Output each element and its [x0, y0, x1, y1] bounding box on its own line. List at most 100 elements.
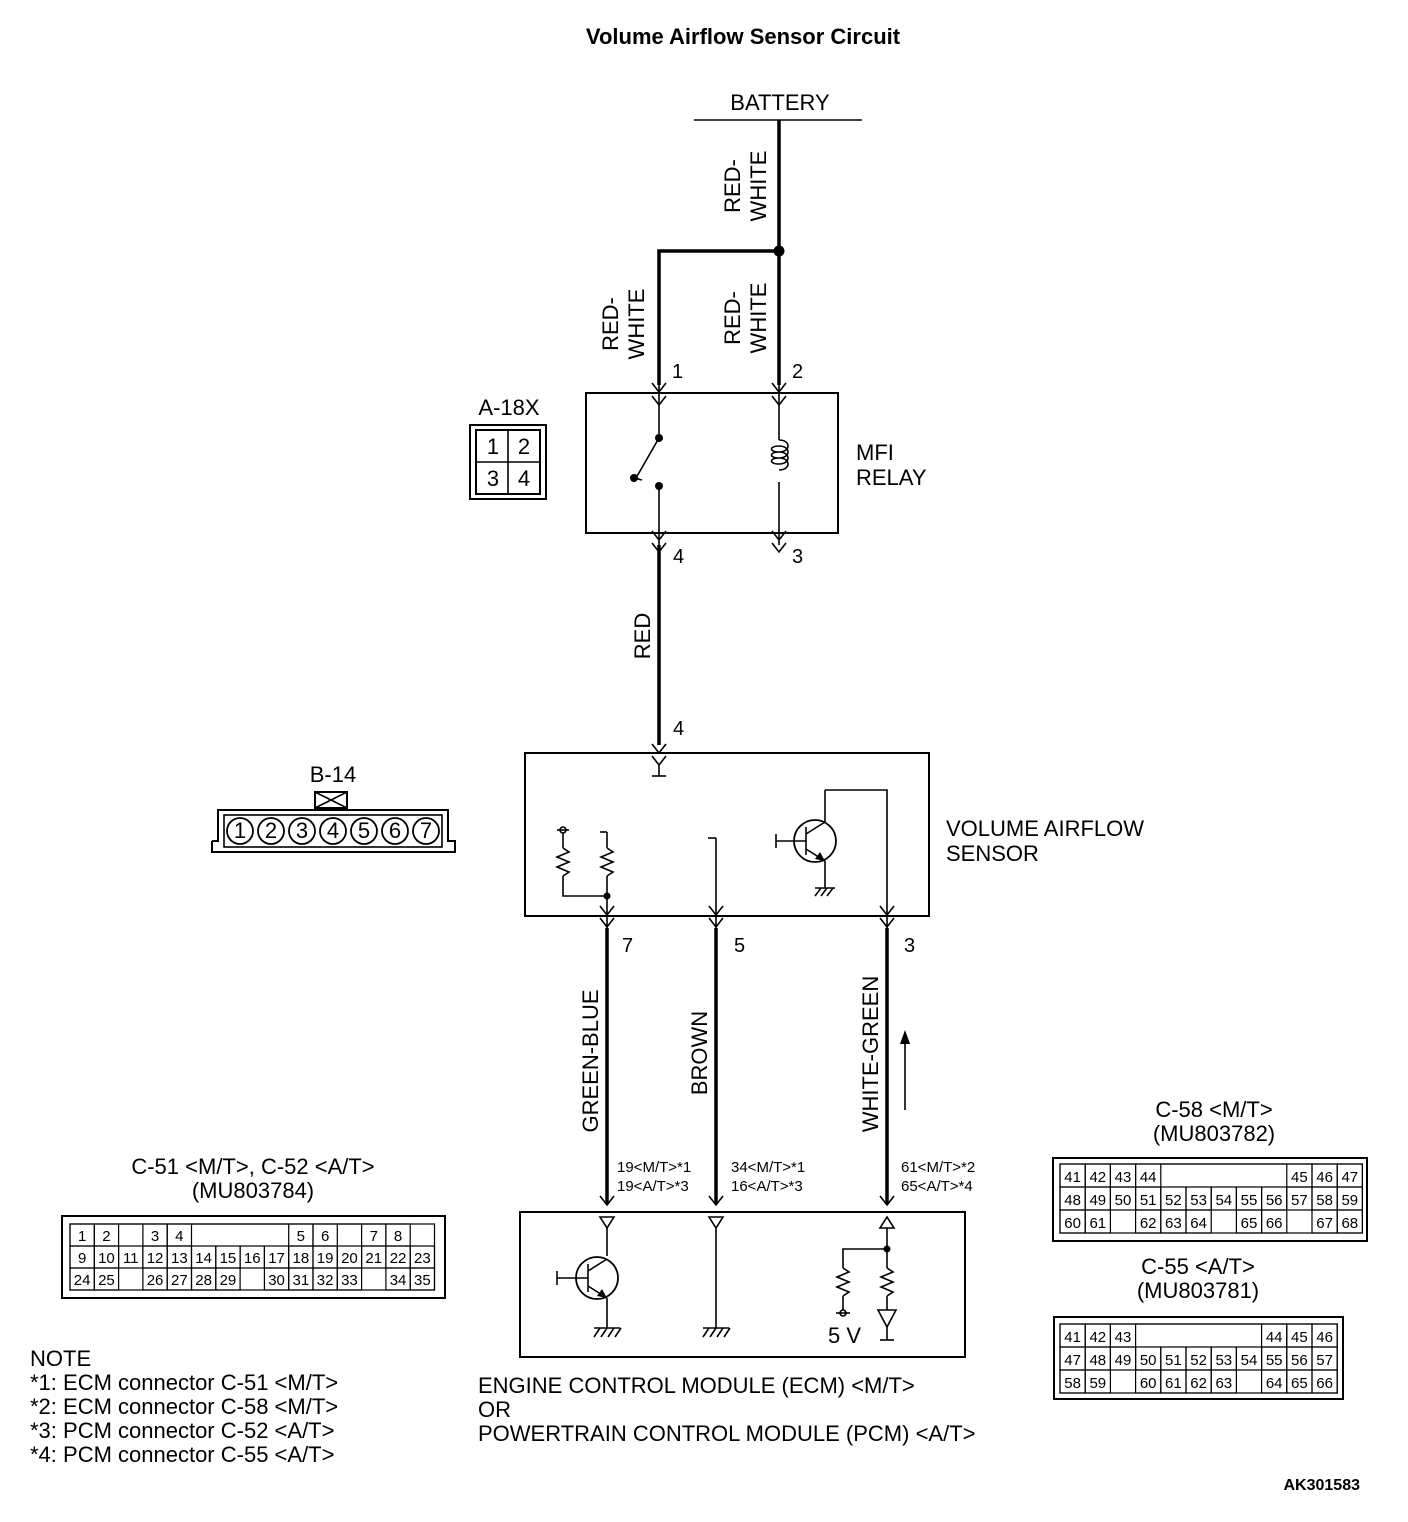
a18x-cell-2: 2 [518, 434, 530, 459]
b14-pin-label: 6 [389, 818, 401, 843]
b14-pin-circle [319, 817, 347, 845]
relay-pin-1: 1 [672, 361, 683, 383]
connector-cell-label: 25 [98, 1272, 115, 1289]
connector-cell-label: 57 [1316, 1352, 1333, 1369]
connector-cell-label: 6 [321, 1228, 329, 1245]
sensor-name-line2: SENSOR [946, 841, 1039, 866]
ecm-pin-note-wg-2: 65<A/T>*4 [901, 1178, 973, 1195]
diagram-title: Volume Airflow Sensor Circuit [586, 24, 901, 49]
connector-cell-label: 50 [1115, 1192, 1132, 1209]
connector-cell-label: 64 [1266, 1375, 1283, 1392]
connector-cell-label: 46 [1316, 1169, 1333, 1186]
connector-cell-label: 63 [1165, 1215, 1182, 1232]
sensor-pin-4: 4 [673, 718, 684, 740]
volume-airflow-sensor [524, 743, 930, 929]
connector-cell-label: 45 [1291, 1329, 1308, 1346]
connector-cell-label: 26 [147, 1272, 164, 1289]
sensor-pin-3: 3 [904, 935, 915, 957]
connector-c55-title-2: (MU803781) [1137, 1278, 1259, 1303]
relay-name-line2: RELAY [856, 465, 927, 490]
connector-cell-label: 62 [1190, 1375, 1207, 1392]
green-blue-wire-color: GREEN-BLUE [578, 989, 603, 1132]
b14-pin-circle [288, 817, 316, 845]
signal-direction-arrowhead [900, 1030, 910, 1044]
b14-pin-circle [381, 817, 409, 845]
relay-pin-2: 2 [792, 361, 803, 383]
battery-feed-color-2: WHITE [746, 151, 771, 222]
b14-pin-label: 3 [296, 818, 308, 843]
connector-cell-label: 21 [365, 1250, 382, 1267]
connector-cell-label: 61 [1165, 1375, 1182, 1392]
connector-cell-label: 33 [341, 1272, 358, 1289]
ecm-name-line1: ENGINE CONTROL MODULE (ECM) <M/T> [478, 1373, 915, 1398]
connector-cell-label: 44 [1140, 1169, 1157, 1186]
relay-pin2-wire-color-2: WHITE [746, 283, 771, 354]
connector-cell-label: 49 [1115, 1352, 1132, 1369]
connector-cell-label: 7 [370, 1228, 378, 1245]
connector-cell-label: 30 [268, 1272, 285, 1289]
connector-cell-label: 34 [390, 1272, 407, 1289]
connector-c51-title-2: (MU803784) [192, 1178, 314, 1203]
connector-cell-label: 56 [1291, 1352, 1308, 1369]
ecm-pin-note-gb-1: 19<M/T>*1 [617, 1159, 691, 1176]
ecm-pin-note-br-1: 34<M/T>*1 [731, 1159, 805, 1176]
brown-wire-color: BROWN [687, 1011, 712, 1095]
connector-cell-label: 18 [293, 1250, 310, 1267]
connector-cell-label: 52 [1165, 1192, 1182, 1209]
connector-cell-label: 59 [1341, 1192, 1358, 1209]
relay-name-line1: MFI [856, 440, 894, 465]
connector-cell-label: 48 [1089, 1352, 1106, 1369]
sensor-name-line1: VOLUME AIRFLOW [946, 816, 1144, 841]
note-3: *3: PCM connector C-52 <A/T> [30, 1418, 334, 1443]
connector-cell-label: 1 [78, 1228, 86, 1245]
connector-cell-label: 55 [1241, 1192, 1258, 1209]
b14-pin-label: 1 [234, 818, 246, 843]
relay-pin1-wire [657, 249, 779, 385]
connector-cell-label: 63 [1215, 1375, 1232, 1392]
connector-cell-label: 41 [1064, 1329, 1081, 1346]
connector-c51-outline [61, 1215, 446, 1299]
connector-cell-label: 5 [297, 1228, 305, 1245]
relay-pin2-wire-color-1: RED- [720, 291, 745, 345]
b14-pin-label: 5 [358, 818, 370, 843]
a18x-cell-3: 3 [487, 466, 499, 491]
connector-cell-border [1059, 1163, 1363, 1234]
connector-cell-label: 27 [171, 1272, 188, 1289]
ecm-name-line3: POWERTRAIN CONTROL MODULE (PCM) <A/T> [478, 1421, 976, 1446]
connector-cell-label: 60 [1140, 1375, 1157, 1392]
b14-pin-circle [350, 817, 378, 845]
connector-cell-label: 45 [1291, 1169, 1308, 1186]
engine-control-module [519, 1195, 966, 1358]
relay-pin-3: 3 [792, 546, 803, 568]
connector-c58-title-1: C-58 <M/T> [1155, 1097, 1272, 1122]
connector-cell-label: 44 [1266, 1329, 1283, 1346]
connector-cell-label: 65 [1291, 1375, 1308, 1392]
note-1: *1: ECM connector C-51 <M/T> [30, 1370, 338, 1395]
sensor-pin-7: 7 [622, 935, 633, 957]
relay-pin-4: 4 [673, 546, 684, 568]
ecm-pin-note-br-2: 16<A/T>*3 [731, 1178, 803, 1195]
connector-cell-label: 47 [1064, 1352, 1081, 1369]
b14-pin-label: 4 [327, 818, 339, 843]
ecm-pin-note-wg-1: 61<M/T>*2 [901, 1159, 975, 1176]
mfi-relay [585, 382, 839, 554]
note-4: *4: PCM connector C-55 <A/T> [30, 1442, 334, 1467]
connector-cell-label: 3 [151, 1228, 159, 1245]
connector-cell-label: 65 [1241, 1215, 1258, 1232]
connector-cell-label: 32 [317, 1272, 334, 1289]
connector-cell-label: 43 [1115, 1329, 1132, 1346]
connector-b14-label: B-14 [310, 762, 356, 787]
connector-cell-label: 13 [171, 1250, 188, 1267]
connector-cell-label: 64 [1190, 1215, 1207, 1232]
white-green-wire-color: WHITE-GREEN [858, 976, 883, 1132]
connector-cell-label: 11 [123, 1250, 139, 1267]
connector-cell-label: 23 [414, 1250, 431, 1267]
relay-pin1-wire-color-2: WHITE [624, 289, 649, 360]
connector-cell-label: 43 [1115, 1169, 1132, 1186]
connector-c58-title-2: (MU803782) [1153, 1121, 1275, 1146]
